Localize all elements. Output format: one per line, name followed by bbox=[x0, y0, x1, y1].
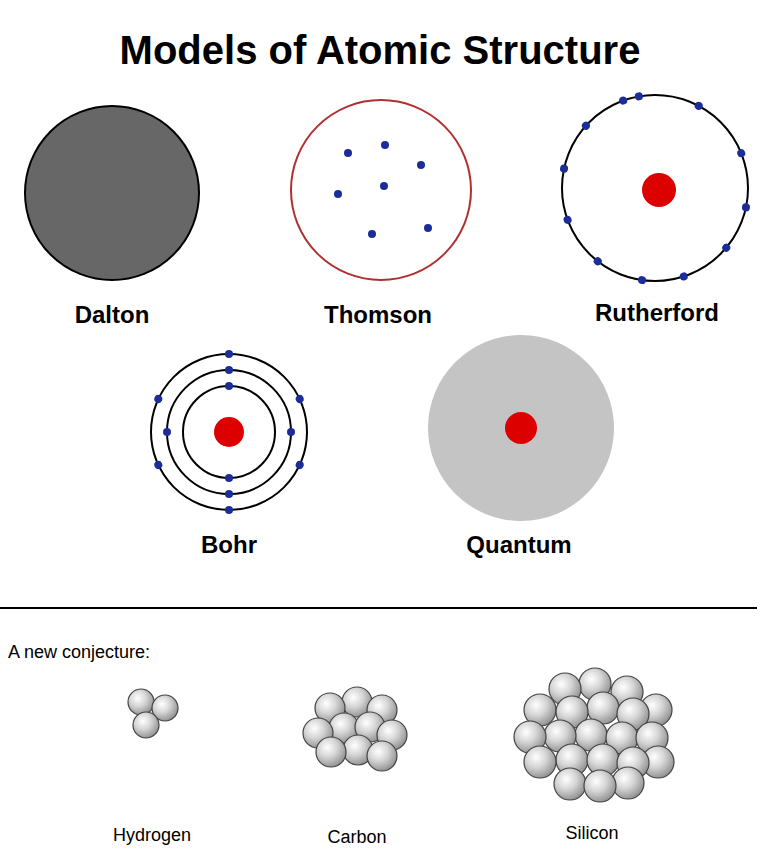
bohr-model-part bbox=[225, 506, 233, 514]
separator-line bbox=[0, 607, 757, 609]
thomson-model-part bbox=[380, 182, 388, 190]
rutherford-model-part bbox=[736, 148, 746, 158]
rutherford-model-part bbox=[580, 120, 591, 131]
rutherford-model-part bbox=[693, 100, 704, 111]
model-name: Quantum bbox=[466, 531, 571, 559]
thomson-model-part bbox=[368, 230, 376, 238]
model-name: Dalton bbox=[75, 301, 150, 329]
hydrogen-cluster-part bbox=[133, 712, 159, 738]
bohr-model bbox=[151, 350, 307, 514]
rutherford-model-part bbox=[592, 256, 603, 267]
rutherford-model-part bbox=[638, 276, 647, 285]
thomson-model-part bbox=[334, 190, 342, 198]
quantum-model bbox=[428, 335, 614, 521]
element-name: Carbon bbox=[327, 827, 386, 848]
rutherford-model-part bbox=[562, 95, 748, 281]
rutherford-model-part bbox=[741, 203, 750, 212]
rutherford-model-part bbox=[618, 95, 628, 105]
silicon-cluster-part bbox=[612, 767, 644, 799]
rutherford-model-part bbox=[679, 271, 689, 281]
bohr-model-part bbox=[225, 382, 233, 390]
model-name: Rutherford bbox=[595, 299, 719, 327]
rutherford-model-part bbox=[562, 215, 572, 225]
element-name: Silicon bbox=[565, 823, 618, 844]
dalton-model bbox=[25, 106, 199, 280]
rutherford-model-part bbox=[634, 92, 643, 101]
section-heading: A new conjecture: bbox=[8, 642, 150, 663]
rutherford-model-part bbox=[721, 242, 732, 253]
thomson-model bbox=[291, 100, 471, 280]
bohr-model-part bbox=[294, 394, 305, 405]
bohr-model-part bbox=[153, 460, 164, 471]
silicon-cluster-part bbox=[584, 770, 616, 802]
thomson-model-part bbox=[381, 141, 389, 149]
thomson-model-part bbox=[344, 149, 352, 157]
hydrogen-cluster bbox=[128, 689, 178, 738]
bohr-model-part bbox=[287, 428, 295, 436]
bohr-model-part bbox=[225, 474, 233, 482]
silicon-cluster-part bbox=[524, 746, 556, 778]
bohr-model-part bbox=[163, 428, 171, 436]
rutherford-model bbox=[559, 92, 750, 285]
bohr-model-part bbox=[225, 490, 233, 498]
carbon-cluster-part bbox=[367, 741, 397, 771]
bohr-model-part bbox=[294, 460, 305, 471]
bohr-model-part bbox=[151, 354, 307, 510]
rutherford-model-part bbox=[642, 173, 676, 207]
hydrogen-cluster-part bbox=[128, 689, 154, 715]
quantum-model-part bbox=[428, 335, 614, 521]
diagram-title: Models of Atomic Structure bbox=[120, 27, 641, 73]
bohr-model-part bbox=[167, 370, 291, 494]
model-name: Bohr bbox=[201, 531, 257, 559]
bohr-model-part bbox=[183, 386, 275, 478]
rutherford-model-part bbox=[559, 164, 568, 173]
bohr-model-part bbox=[225, 350, 233, 358]
thomson-model-part bbox=[291, 100, 471, 280]
model-name: Thomson bbox=[324, 301, 432, 329]
thomson-model-part bbox=[417, 161, 425, 169]
bohr-model-part bbox=[153, 394, 164, 405]
thomson-model-part bbox=[424, 224, 432, 232]
dalton-model-part bbox=[25, 106, 199, 280]
bohr-model-part bbox=[214, 417, 244, 447]
carbon-cluster bbox=[303, 687, 407, 771]
quantum-model-part bbox=[505, 412, 537, 444]
silicon-cluster bbox=[514, 668, 674, 802]
carbon-cluster-part bbox=[316, 737, 346, 767]
silicon-cluster-part bbox=[554, 768, 586, 800]
bohr-model-part bbox=[225, 366, 233, 374]
element-name: Hydrogen bbox=[113, 825, 191, 846]
